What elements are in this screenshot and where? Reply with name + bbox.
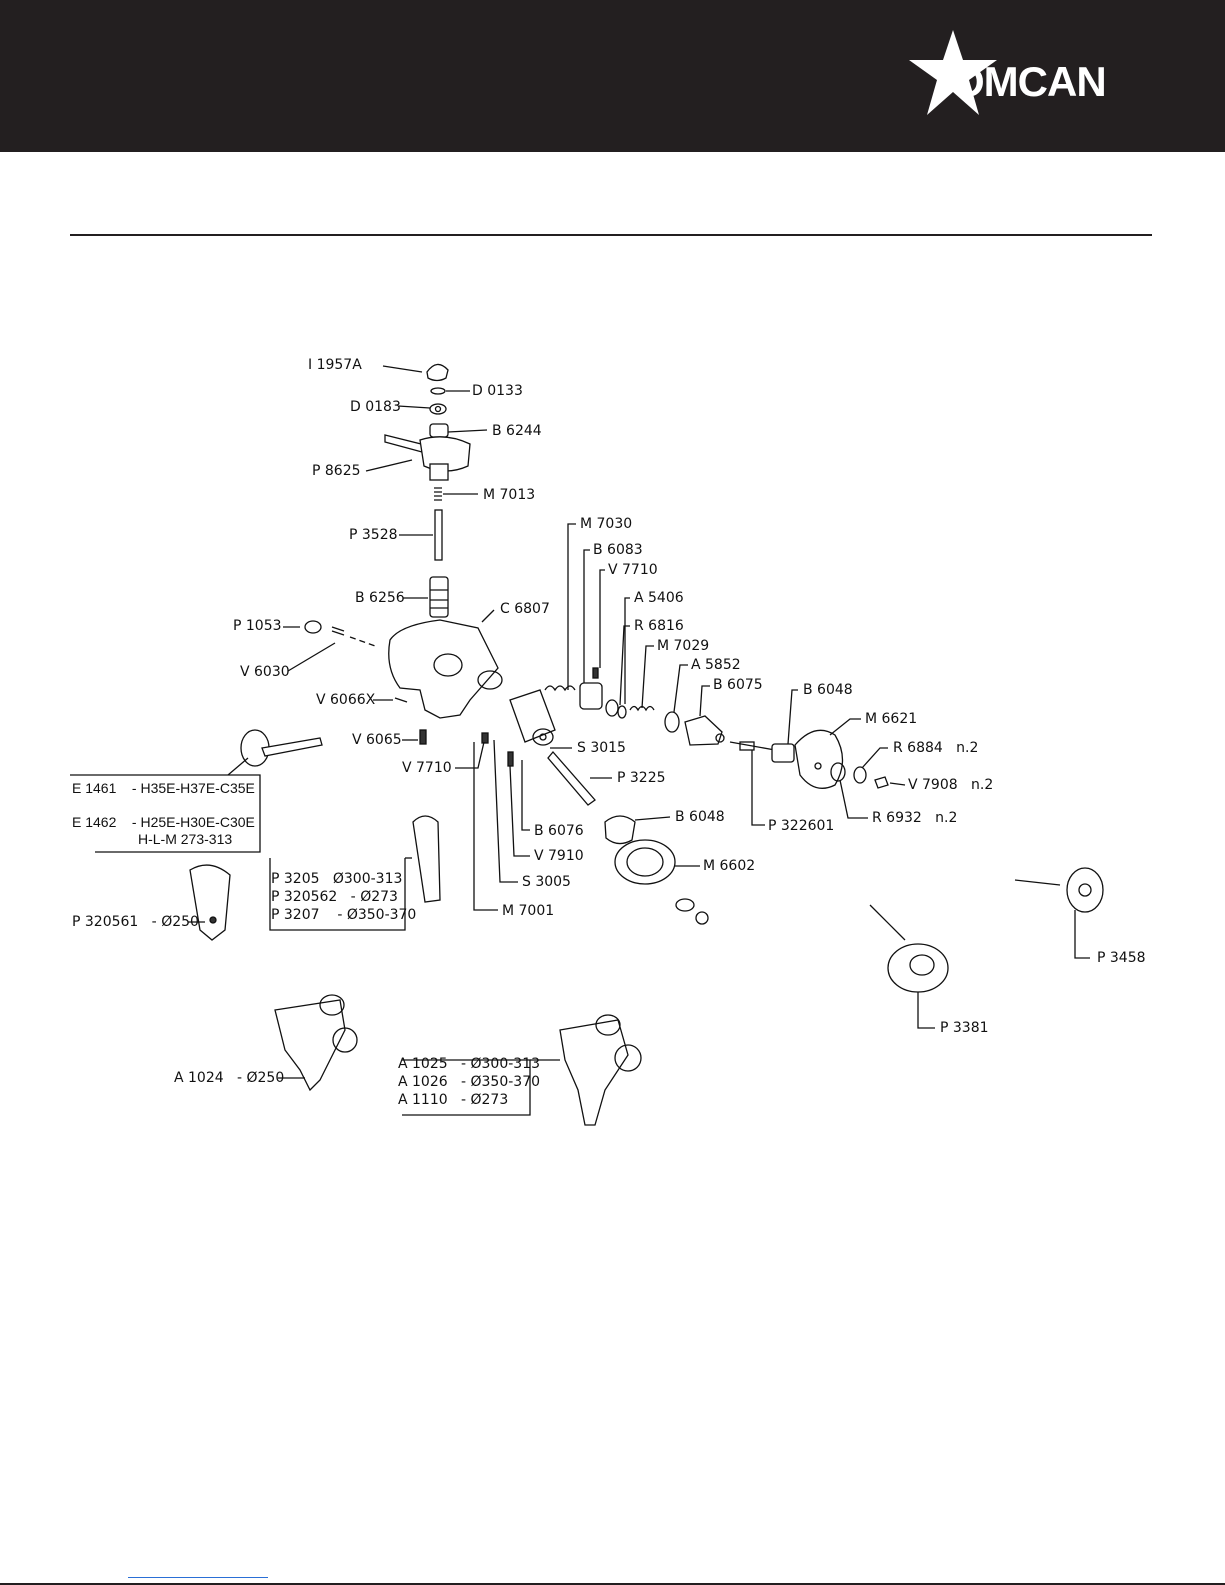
label-v7710b: V 7710 (402, 760, 452, 776)
label-m6602: M 6602 (703, 858, 756, 874)
label-i1957a: I 1957A (308, 357, 362, 373)
label-v7910: V 7910 (534, 848, 584, 864)
label-b6075: B 6075 (713, 677, 763, 693)
label-p322601: P 322601 (768, 818, 835, 834)
label-a5852: A 5852 (691, 657, 741, 673)
label-b6083: B 6083 (593, 542, 643, 558)
box-p32-line1: P 3205 Ø300-313 (271, 871, 403, 887)
label-p1053: P 1053 (233, 618, 282, 634)
footer-rule (0, 1583, 1225, 1585)
label-r6884: R 6884 n.2 (893, 740, 979, 756)
label-b6048b: B 6048 (675, 809, 725, 825)
label-r6816: R 6816 (634, 618, 684, 634)
box-p32-line3: P 3207 - Ø350-370 (271, 907, 417, 923)
box-a10-line2: A 1026 - Ø350-370 (398, 1074, 541, 1090)
label-v7908: V 7908 n.2 (908, 777, 994, 793)
box-p32-line2: P 320562 - Ø273 (271, 889, 398, 905)
label-a1024: A 1024 - Ø250 (174, 1070, 285, 1086)
label-m7029: M 7029 (657, 638, 710, 654)
label-p3528: P 3528 (349, 527, 398, 543)
label-b6256: B 6256 (355, 590, 405, 606)
box-e14-line3: H-L-M 273-313 (138, 831, 233, 847)
header-rule (70, 234, 1152, 236)
label-s3005: S 3005 (522, 874, 571, 890)
label-v6065: V 6065 (352, 732, 402, 748)
label-m7001: M 7001 (502, 903, 555, 919)
label-v6030: V 6030 (240, 664, 290, 680)
brand-name: OMCAN (952, 58, 1107, 105)
label-m6621: M 6621 (865, 711, 918, 727)
footer-link-underline[interactable] (128, 1577, 268, 1578)
label-p3225: P 3225 (617, 770, 666, 786)
box-a10-line1: A 1025 - Ø300-313 (398, 1056, 541, 1072)
label-p3458: P 3458 (1097, 950, 1146, 966)
omcan-star-logo-icon (909, 30, 997, 115)
box-a10-line3: A 1110 - Ø273 (398, 1092, 509, 1108)
box-e14-line2: E 1462 - H25E-H30E-C30E (72, 814, 255, 830)
label-p320561: P 320561 - Ø250 (72, 914, 199, 930)
label-r6932: R 6932 n.2 (872, 810, 958, 826)
label-d0183: D 0183 (350, 399, 401, 415)
label-s3015: S 3015 (577, 740, 626, 756)
box-e14-line1: E 1461 - H35E-H37E-C35E (72, 780, 255, 796)
label-p8625: P 8625 (312, 463, 361, 479)
label-v6066x: V 6066X (316, 692, 376, 708)
label-b6244: B 6244 (492, 423, 542, 439)
label-b6048a: B 6048 (803, 682, 853, 698)
label-c6807: C 6807 (500, 601, 550, 617)
label-v7710a: V 7710 (608, 562, 658, 578)
label-m7030: M 7030 (580, 516, 633, 532)
label-b6076: B 6076 (534, 823, 584, 839)
header-bar (0, 0, 1225, 152)
label-p3381: P 3381 (940, 1020, 989, 1036)
label-m7013: M 7013 (483, 487, 536, 503)
label-a5406: A 5406 (634, 590, 684, 606)
label-d0133: D 0133 (472, 383, 523, 399)
